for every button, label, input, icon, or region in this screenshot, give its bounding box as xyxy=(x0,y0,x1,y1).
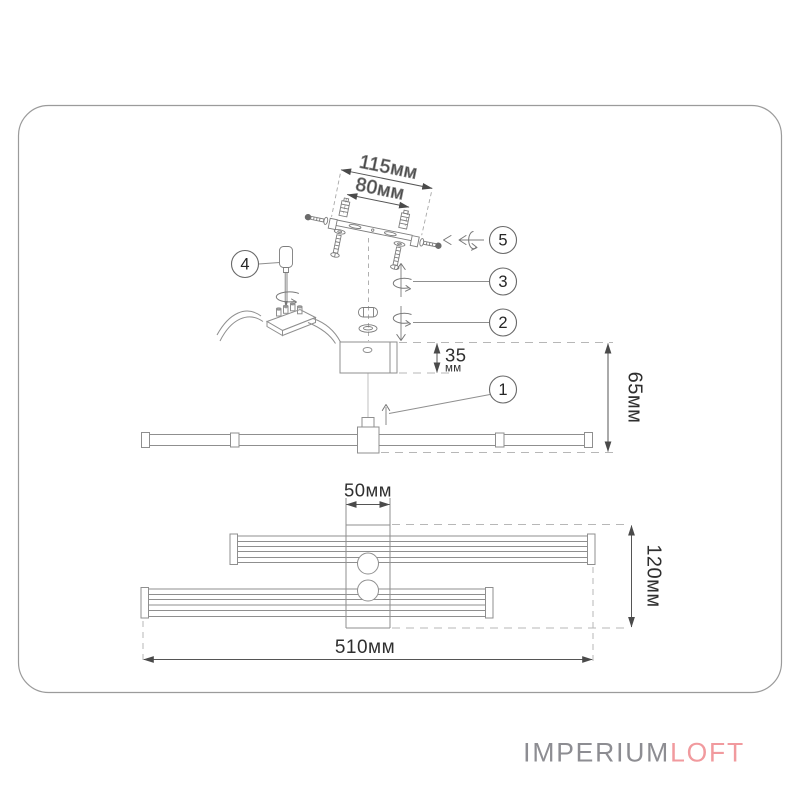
dim-label-510: 510мм xyxy=(335,637,395,658)
callout-4-badge: 4 xyxy=(230,249,260,279)
mounting-bracket xyxy=(327,217,420,248)
dim-label-65: 65мм xyxy=(624,372,646,424)
insert-arrow-1-icon xyxy=(381,404,391,425)
svg-text:2: 2 xyxy=(498,314,507,332)
dim-line-115 xyxy=(340,168,433,190)
canopy-side-view xyxy=(339,341,398,374)
wall-anchor-icon xyxy=(338,197,351,218)
svg-text:5: 5 xyxy=(498,232,507,250)
brand-logo-primary: IMPERIUM xyxy=(523,738,670,768)
dim-line-80 xyxy=(346,193,410,209)
coupler-part xyxy=(358,307,378,318)
wire-left xyxy=(216,310,264,342)
side-screw-right-icon xyxy=(419,238,442,249)
rotate-icon-5 xyxy=(458,230,484,251)
rotate-icon-3 xyxy=(392,263,412,297)
dim-label-35-unit: мм xyxy=(445,363,461,375)
callout-5-badge: 5 xyxy=(488,225,518,255)
callout-3-badge: 3 xyxy=(488,267,518,296)
wire-right xyxy=(307,318,341,344)
fixture-front-view xyxy=(140,533,596,619)
rotate-icon-2 xyxy=(392,306,412,341)
dim-label-35: 35 xyxy=(445,345,467,366)
dim-label-120: 120мм xyxy=(643,544,665,607)
dim-label-50: 50мм xyxy=(344,480,392,501)
terminal-block-icon xyxy=(265,302,317,337)
brand-logo: IMPERIUMLOFT xyxy=(523,738,745,768)
svg-text:4: 4 xyxy=(240,256,249,274)
svg-text:3: 3 xyxy=(498,273,507,291)
side-screw-left-icon xyxy=(304,213,329,225)
callout-1-badge: 1 xyxy=(488,375,518,404)
insert-arrow-icon xyxy=(443,235,452,245)
svg-text:1: 1 xyxy=(498,381,507,399)
screw-and-washer-icon xyxy=(330,229,346,258)
swivel-joint-bottom xyxy=(357,579,379,602)
center-post xyxy=(345,498,391,629)
fixture-side-view xyxy=(141,417,593,454)
callout-2-badge: 2 xyxy=(488,308,518,337)
brand-logo-accent: LOFT xyxy=(670,738,745,768)
lock-ring-part xyxy=(358,324,378,333)
swivel-joint-top xyxy=(357,552,379,575)
